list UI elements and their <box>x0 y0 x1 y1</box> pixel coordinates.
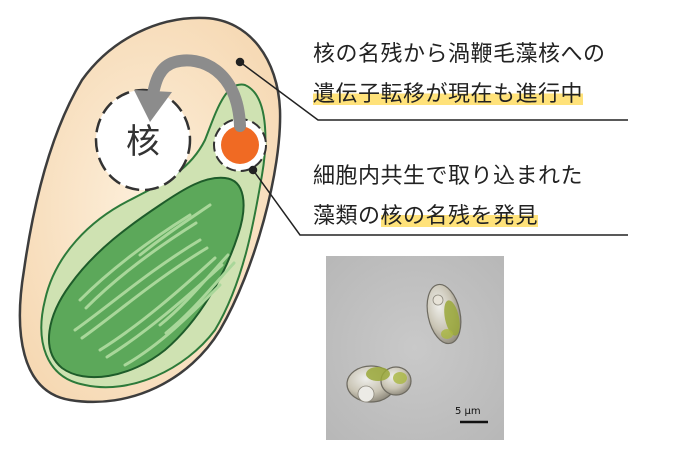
annotation-bottom-prefix: 藻類の <box>313 204 381 229</box>
annotation-top-line2: 遺伝子転移が現在も進行中 <box>313 80 584 110</box>
host-nucleus <box>94 88 192 192</box>
scale-bar-label: 5 μm <box>455 406 481 417</box>
micrograph-cell-lower <box>346 365 412 403</box>
annotation-top-highlight: 遺伝子転移が現在も進行中 <box>313 82 584 107</box>
leader-lines <box>235 57 628 236</box>
thylakoids <box>73 203 236 367</box>
annotation-bottom-line2: 藻類の核の名残を発見 <box>313 202 539 232</box>
micrograph <box>326 256 504 440</box>
gene-transfer-arrow <box>146 54 246 132</box>
nucleomorph <box>221 126 259 164</box>
annotation-bottom-highlight: 核の名残を発見 <box>380 204 539 229</box>
annotation-top-line1: 核の名残から渦鞭毛藻核への <box>313 42 606 67</box>
annotation-bottom-line1: 細胞内共生で取り込まれた <box>313 164 584 189</box>
arrow-head <box>134 90 172 122</box>
micrograph-cell-upper <box>426 283 462 345</box>
nucleus-label: 核 <box>126 122 160 162</box>
